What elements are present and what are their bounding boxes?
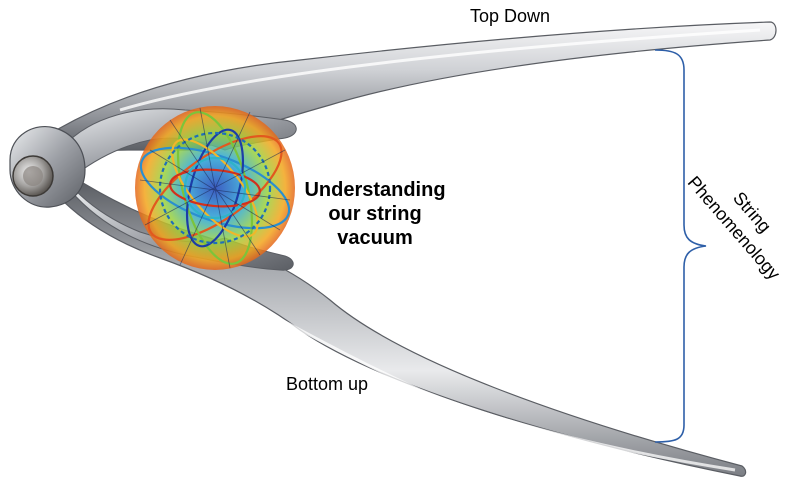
pivot-center bbox=[23, 166, 43, 186]
center-caption-line-1: Understanding bbox=[300, 178, 450, 202]
bottom-up-label: Bottom up bbox=[286, 374, 368, 395]
center-caption-line-2: our string bbox=[300, 202, 450, 226]
curly-brace-icon bbox=[655, 50, 706, 442]
top-down-label: Top Down bbox=[470, 6, 550, 27]
center-caption: Understanding our string vacuum bbox=[300, 178, 450, 250]
center-caption-line-3: vacuum bbox=[300, 226, 450, 250]
